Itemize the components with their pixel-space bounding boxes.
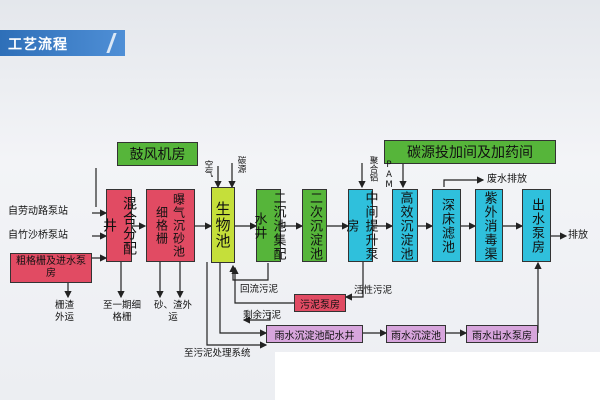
intermediate-pump-room: 中间提升泵房 [344,189,378,262]
fine-screen-label: 细格栅 [154,206,169,245]
return-sludge-arrow [229,263,269,281]
rain-distribution-well: 雨水沉淀池配水井 [266,325,363,343]
rain-settler: 雨水沉淀池 [386,325,446,343]
sludge-pump-return-arrow [231,266,294,304]
uv-disinfection-channel: 紫外消毒渠 [475,189,503,262]
screenings-out-label: 栅渣外运 [55,300,75,323]
source-laodong: 自劳动路泵站 [8,206,68,217]
outlet-pump-room: 出水泵房 [522,189,551,262]
activated-sludge-label: 活性污泥 [354,285,393,296]
rain-pump-label: 雨水出水泵房 [472,330,532,342]
wastewater-discharge-label: 废水排放 [487,174,527,185]
bio-tank-label: 生物池 [213,201,232,249]
to-phase1-label: 至一期细格栅 [102,300,141,323]
mixing-well-label: 混合分配井 [101,195,137,256]
aerated-grit-label: 曝气沉砂池 [171,193,186,258]
deep-bed-filter: 深床滤池 [432,189,461,262]
excess-sludge-arrow [242,312,271,324]
sand-out-label: 砂、渣外运 [153,300,192,323]
dosing-room-label: 碳源投加间及加药间 [407,145,533,161]
outlet-pump-label: 出水泵房 [529,197,544,254]
secondary-well-label: 二沉池集配水井 [251,190,286,261]
bio-tank: 生物池 [211,187,235,263]
wastewater-arrow [443,176,485,187]
secondary-clarifier: 二次沉淀池 [302,189,327,262]
excess-sludge-label: 剩余污泥 [243,310,282,321]
dosing-room: 碳源投加间及加药间 [384,140,556,164]
air-label: 空气 [203,160,213,177]
activated-sludge-arrow [344,260,364,301]
coarse-screen-label: 粗格栅及进水泵房 [16,256,86,279]
rain-well-label: 雨水沉淀池配水井 [274,330,355,342]
source-zhushaqiao: 自竹沙桥泵站 [8,230,68,241]
coagulant-label: 聚合铝 [368,156,378,182]
discharge-label: 排放 [568,230,588,241]
rain-branch-arrow [219,262,268,337]
coarse-screen-pump-room: 粗格栅及进水泵房 [10,253,92,283]
to-sludge-system-arrow [206,262,268,349]
pam-label: PAM [384,160,394,190]
high-eff-settler-label: 高效沉淀池 [397,190,413,261]
return-sludge-label: 回流污泥 [240,284,279,295]
watermark-mask [275,352,600,400]
title-bar: 工艺流程 [0,30,125,56]
carbon-source-label: 碳源 [236,156,246,173]
blower-room: 鼓风机房 [117,142,198,166]
intermediate-pump-label: 中间提升泵房 [343,190,378,261]
deep-bed-filter-label: 深床滤池 [439,197,454,254]
secondary-clarifier-label: 二次沉淀池 [307,190,322,261]
blower-room-label: 鼓风机房 [129,147,186,163]
fine-screen-grit-chamber: 细格栅 曝气沉砂池 [146,189,195,262]
rain-settler-label: 雨水沉淀池 [391,330,441,342]
to-sludge-system-label: 至污泥处理系统 [184,348,251,359]
mixing-distribution-well: 混合分配井 [101,189,137,262]
secondary-distribution-well: 二沉池集配水井 [252,189,286,262]
page-title: 工艺流程 [8,37,68,53]
uv-disinfection-label: 紫外消毒渠 [481,190,497,261]
high-efficiency-settler: 高效沉淀池 [392,189,418,262]
rain-outlet-pump-room: 雨水出水泵房 [466,325,538,343]
sludge-pump-room: 污泥泵房 [294,294,346,312]
sludge-pump-label: 污泥泵房 [300,299,340,311]
